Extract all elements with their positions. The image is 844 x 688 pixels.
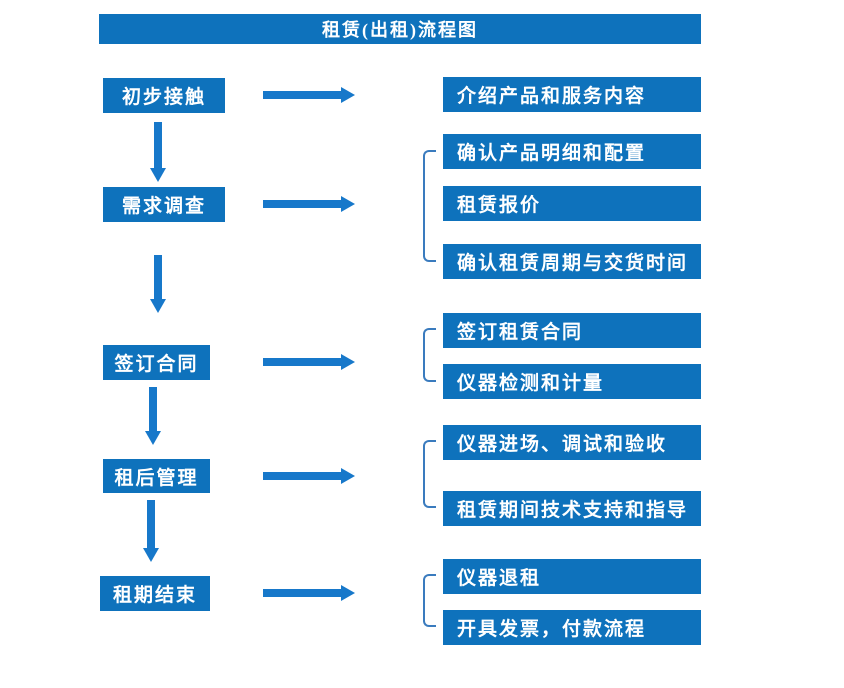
down-arrow-icon	[150, 122, 166, 182]
down-arrow-icon	[143, 500, 159, 562]
group-bracket-icon	[423, 574, 436, 627]
right-arrow-icon	[263, 585, 355, 601]
right-arrow-icon	[263, 196, 355, 212]
detail-instrument-setup-acceptance: 仪器进场、调试和验收	[443, 425, 701, 460]
right-arrow-icon	[263, 354, 355, 370]
detail-instrument-inspection-metering: 仪器检测和计量	[443, 364, 701, 399]
group-bracket-icon	[423, 328, 436, 382]
group-bracket-icon	[423, 440, 436, 508]
step-sign-contract: 签订合同	[103, 345, 210, 380]
right-arrow-icon	[263, 468, 355, 484]
detail-rental-quote: 租赁报价	[443, 186, 701, 221]
step-post-rental-management: 租后管理	[103, 459, 210, 493]
step-initial-contact: 初步接触	[103, 78, 225, 113]
step-demand-survey: 需求调查	[103, 187, 225, 222]
detail-intro-products-services: 介绍产品和服务内容	[443, 77, 701, 112]
down-arrow-icon	[150, 255, 166, 313]
right-arrow-icon	[263, 87, 355, 103]
detail-invoice-payment: 开具发票，付款流程	[443, 610, 701, 645]
step-rental-end: 租期结束	[100, 576, 210, 611]
flowchart-title: 租赁(出租)流程图	[99, 14, 701, 44]
detail-sign-rental-contract: 签订租赁合同	[443, 313, 701, 348]
detail-confirm-product-config: 确认产品明细和配置	[443, 134, 701, 169]
down-arrow-icon	[145, 387, 161, 445]
detail-rental-tech-support: 租赁期间技术支持和指导	[443, 491, 701, 526]
group-bracket-icon	[423, 150, 436, 262]
detail-instrument-return: 仪器退租	[443, 559, 701, 594]
detail-confirm-period-delivery: 确认租赁周期与交货时间	[443, 244, 701, 279]
